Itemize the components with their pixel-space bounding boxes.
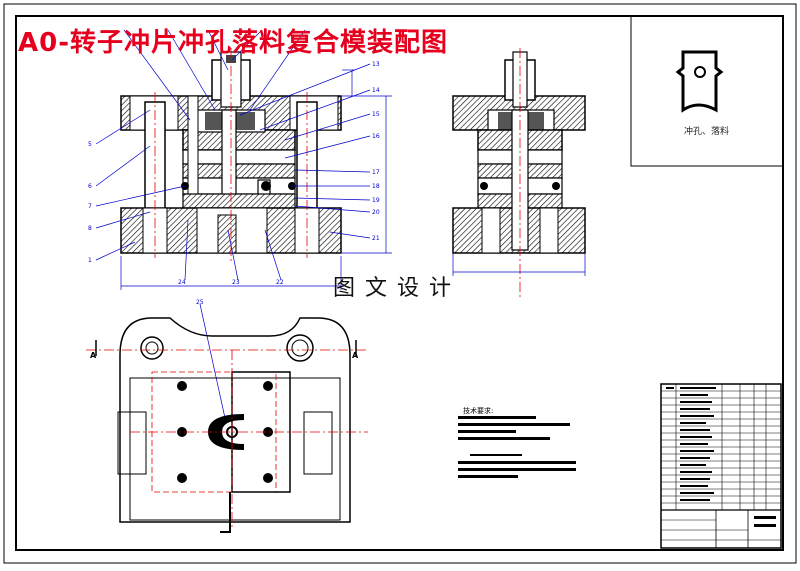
- callout-14: 14: [372, 87, 380, 94]
- section-marker-left: A: [90, 351, 97, 360]
- callout-6: 6: [88, 183, 92, 190]
- callout-25: 25: [196, 299, 204, 306]
- callout-21: 21: [372, 235, 380, 242]
- section-markers: A A: [90, 340, 359, 360]
- callout-22: 22: [276, 279, 284, 286]
- callout-8: 8: [88, 225, 92, 232]
- technical-requirements-title: 技术要求:: [463, 407, 494, 415]
- callout-16: 16: [372, 133, 380, 140]
- part-sketch-box: [630, 15, 784, 167]
- callout-18: 18: [372, 183, 380, 190]
- callout-1: 1: [88, 257, 92, 264]
- callout-7: 7: [88, 203, 92, 210]
- callout-13: 13: [372, 61, 380, 68]
- watermark-text: 图文设计: [333, 276, 462, 301]
- plan-view: [86, 317, 368, 533]
- side-section-view: [452, 48, 586, 298]
- callout-5: 5: [88, 141, 92, 148]
- drawing-title: A0-转子冲片冲孔落料复合模装配图: [18, 28, 449, 58]
- callout-20: 20: [372, 209, 380, 216]
- callout-15: 15: [372, 111, 380, 118]
- callout-leaders: [95, 29, 371, 419]
- callout-19: 19: [372, 197, 380, 204]
- callout-17: 17: [372, 169, 380, 176]
- callout-24: 24: [178, 279, 186, 286]
- technical-requirements-lines: [458, 416, 576, 478]
- rotor-lamination-sketch: [675, 50, 724, 113]
- part-sketch-caption: 冲孔、落料: [684, 127, 730, 137]
- title-block: [660, 383, 782, 549]
- section-marker-right: A: [352, 351, 359, 360]
- outer-border: [3, 3, 797, 564]
- callout-numbers: 5 6 7 8 1 13 14 15 16 17 18 19 20 21 24 …: [88, 61, 380, 306]
- front-section-view: [120, 48, 392, 290]
- inner-border: [15, 15, 784, 551]
- callout-23: 23: [232, 279, 240, 286]
